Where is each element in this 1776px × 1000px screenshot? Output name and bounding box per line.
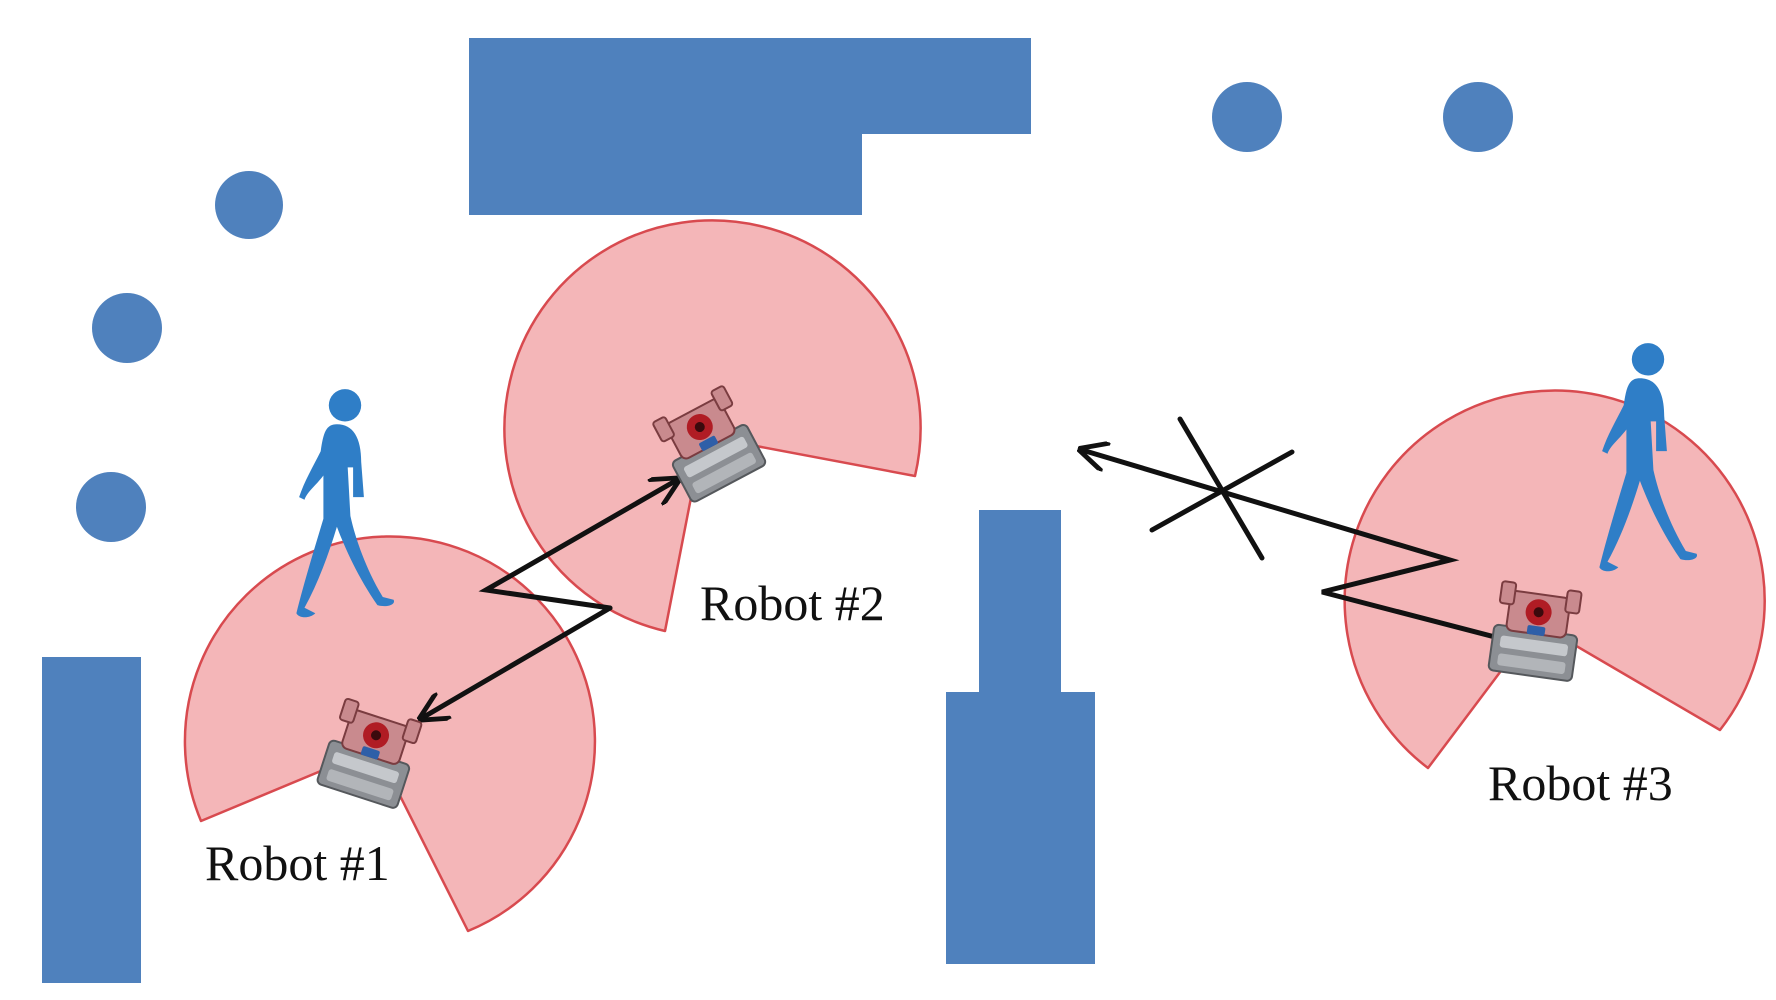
obstacles <box>42 38 1513 983</box>
robot2-label: Robot #2 <box>700 575 885 631</box>
robot1-label: Robot #1 <box>205 835 390 891</box>
obstacle-round-5 <box>1443 82 1513 152</box>
robot3-label: Robot #3 <box>1488 755 1673 811</box>
obstacle-round-1 <box>215 171 283 239</box>
obstacle-left-wall <box>42 657 141 983</box>
obstacle-top-wall <box>469 38 1031 215</box>
link-robot1-to-robot2 <box>478 480 677 611</box>
blocked-link-cross-icon <box>1149 416 1295 561</box>
sensor-range-robot3 <box>1343 389 1766 770</box>
link-robot3-blocked <box>1082 450 1521 646</box>
link-robot2-to-robot1 <box>422 605 613 718</box>
obstacle-round-3 <box>76 472 146 542</box>
obstacle-round-2 <box>92 293 162 363</box>
communication-links <box>422 450 1521 718</box>
obstacle-round-4 <box>1212 82 1282 152</box>
obstacle-center-pillar <box>946 510 1095 964</box>
